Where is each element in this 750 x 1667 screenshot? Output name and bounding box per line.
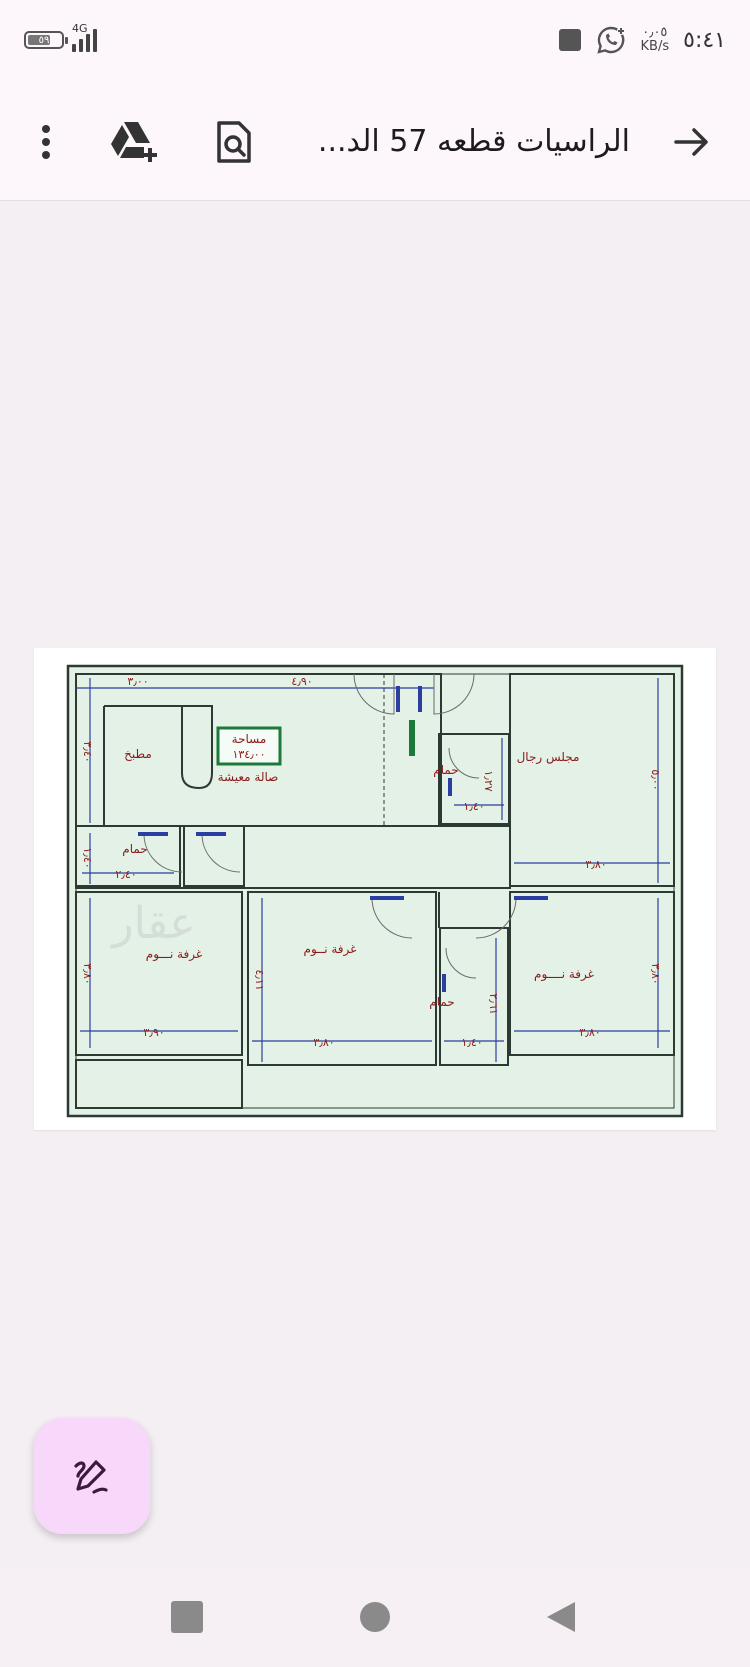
speed-value: ٠٫٠٥ [642, 25, 668, 40]
dim-bed-left-w: ٣٫٩٠ [143, 1026, 164, 1039]
room-majlis: مجلس رجال [517, 750, 580, 765]
dim-bath-bottom-h: ٢٫٦١ [487, 993, 500, 1014]
dim-bed-mid-h: ٤٫١١ [253, 969, 266, 990]
room-kitchen: مطبخ [124, 747, 152, 761]
system-nav-bar [0, 1567, 750, 1667]
area-label: مساحة [232, 732, 267, 746]
battery-icon: ٥٩ [24, 31, 68, 49]
dim-bed-mid-w: ٣٫٨٠ [313, 1036, 334, 1049]
dim-kitchen-h: ٣٫٤٠ [81, 741, 94, 762]
dim-bed-right-w: ٣٫٨٠ [579, 1026, 600, 1039]
dim-bath-left-w: ٢٫٤٠ [115, 868, 136, 881]
dim-bath-top-w: ١٫٤٠ [463, 800, 484, 813]
network-type: 4G [72, 22, 88, 35]
dim-bath-top-h: ١٫٢٧ [482, 770, 495, 791]
home-button[interactable] [355, 1597, 395, 1637]
dim-bath-bottom-w: ١٫٤٠ [461, 1036, 482, 1049]
recents-button[interactable] [167, 1597, 207, 1637]
recents-square-icon [171, 1601, 203, 1633]
signal-icon: 4G [72, 22, 97, 52]
status-bar: ٥٩ 4G ٠٫٠٥ KB/s ٥:٤١ [0, 0, 750, 86]
window-marks [138, 686, 548, 992]
dim-bath-left-h: ١٫٤٠ [81, 847, 94, 868]
home-circle-icon [360, 1602, 390, 1632]
edit-pen-icon [74, 1460, 108, 1494]
annotate-fab-button[interactable] [34, 1418, 150, 1534]
find-in-page-icon [217, 121, 251, 163]
dim-majlis-w: ٣٫٨٠ [585, 858, 606, 871]
more-options-button[interactable] [20, 116, 72, 168]
dim-top-mid: ٤٫٩٠ [291, 675, 312, 688]
watermark-logo: عقار [110, 898, 195, 949]
find-in-page-button[interactable] [208, 116, 260, 168]
stop-icon [558, 29, 581, 51]
add-to-drive-icon [111, 122, 157, 162]
room-bath-left: حمام [122, 842, 147, 856]
document-title: الراسيات قطعه 57 الد... [317, 124, 630, 159]
dim-majlis-h: ٥٫٠٠ [649, 769, 662, 790]
area-value: ١٣٤٫٠٠ [232, 748, 265, 761]
room-bath-top: حمام [433, 763, 458, 777]
back-button[interactable] [666, 116, 718, 168]
speed-unit: KB/s [640, 39, 670, 54]
room-bedroom-right: غرفة نــــوم [534, 967, 594, 982]
battery-level: ٥٩ [38, 34, 50, 46]
more-vert-icon [42, 125, 50, 159]
room-living: صالة معيشة [218, 770, 279, 784]
dim-bed-right-h: ٣٫٨٠ [649, 963, 662, 984]
back-triangle-icon [547, 1602, 575, 1632]
dim-bed-left-h: ٣٫٨٠ [81, 963, 94, 984]
whatsapp-icon [596, 26, 625, 54]
room-bath-bottom: حمام [429, 995, 454, 1009]
clock: ٥:٤١ [683, 27, 726, 53]
floor-plan-image: .fl { fill:#e3f1e6; } .wl { fill:none; s… [34, 648, 716, 1130]
area-box [216, 726, 282, 766]
floor-plan-drawing: .fl { fill:#e3f1e6; } .wl { fill:none; s… [66, 664, 684, 1118]
dim-top-left: ٣٫٠٠ [127, 675, 148, 688]
app-bar: الراسيات قطعه 57 الد... [0, 86, 750, 201]
dimension-lines [76, 678, 670, 1062]
room-bedroom-mid: غرفة نــوم [304, 942, 357, 957]
room-bedroom-left: غرفة نـــوم [146, 947, 202, 962]
add-to-drive-button[interactable] [108, 116, 160, 168]
network-speed: ٠٫٠٥ KB/s [641, 26, 670, 54]
back-arrow-icon [674, 128, 708, 156]
back-nav-button[interactable] [541, 1597, 581, 1637]
door-swings [143, 673, 517, 979]
